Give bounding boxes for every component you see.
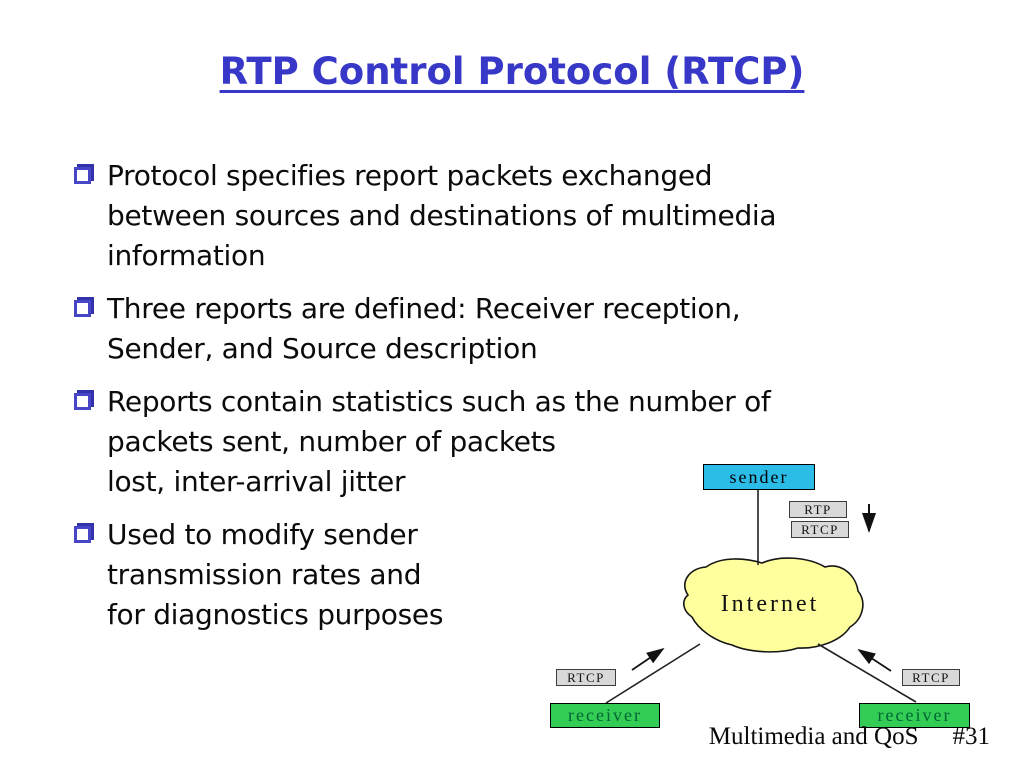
page-title: RTP Control Protocol (RTCP) — [219, 50, 805, 93]
bullet-text: Protocol specifies report packets exchan… — [107, 159, 777, 272]
footer-course-name: Multimedia and QoS — [708, 723, 919, 750]
receiver-node-left: receiver — [550, 703, 660, 728]
bullet-square-icon — [74, 393, 91, 410]
rtp-label-box: RTP — [789, 501, 847, 518]
diagram-canvas — [605, 490, 917, 704]
bullet-item: Reports contain statistics such as the n… — [60, 382, 965, 502]
rtcp-right-arrow-icon — [857, 649, 892, 672]
rtcp-label-box-top: RTCP — [791, 521, 849, 538]
internet-label: Internet — [720, 591, 820, 617]
rtcp-left-arrow-icon — [631, 647, 665, 671]
bullet-text: Three reports are defined: Receiver rece… — [107, 292, 741, 365]
bullet-text: Reports contain statistics such as the n… — [107, 385, 771, 498]
receiver-left-link-line — [605, 643, 701, 704]
footer-page-number: #31 — [952, 723, 991, 750]
sender-node: sender — [703, 464, 815, 490]
bullet-text: Used to modify sender transmission rates… — [107, 518, 444, 631]
bullet-list: Protocol specifies report packets exchan… — [60, 156, 965, 648]
slide-footer: Multimedia and QoS #31 — [709, 723, 990, 751]
bullet-item: Protocol specifies report packets exchan… — [60, 156, 965, 276]
receiver-node-right: receiver — [859, 703, 970, 728]
bullet-square-icon — [74, 526, 91, 543]
bullet-item: Used to modify sender transmission rates… — [60, 515, 965, 635]
bullet-square-icon — [74, 300, 91, 317]
internet-cloud — [683, 557, 864, 653]
rtcp-label-box-right: RTCP — [902, 669, 960, 686]
receiver-right-link-line — [817, 643, 917, 703]
bullet-item: Three reports are defined: Receiver rece… — [60, 289, 965, 369]
rtcp-diagram: sender RTP RTCP Internet RTCP RTCP recei… — [540, 455, 1000, 750]
bullet-square-icon — [74, 167, 91, 184]
rtcp-label-box-left: RTCP — [556, 669, 616, 686]
